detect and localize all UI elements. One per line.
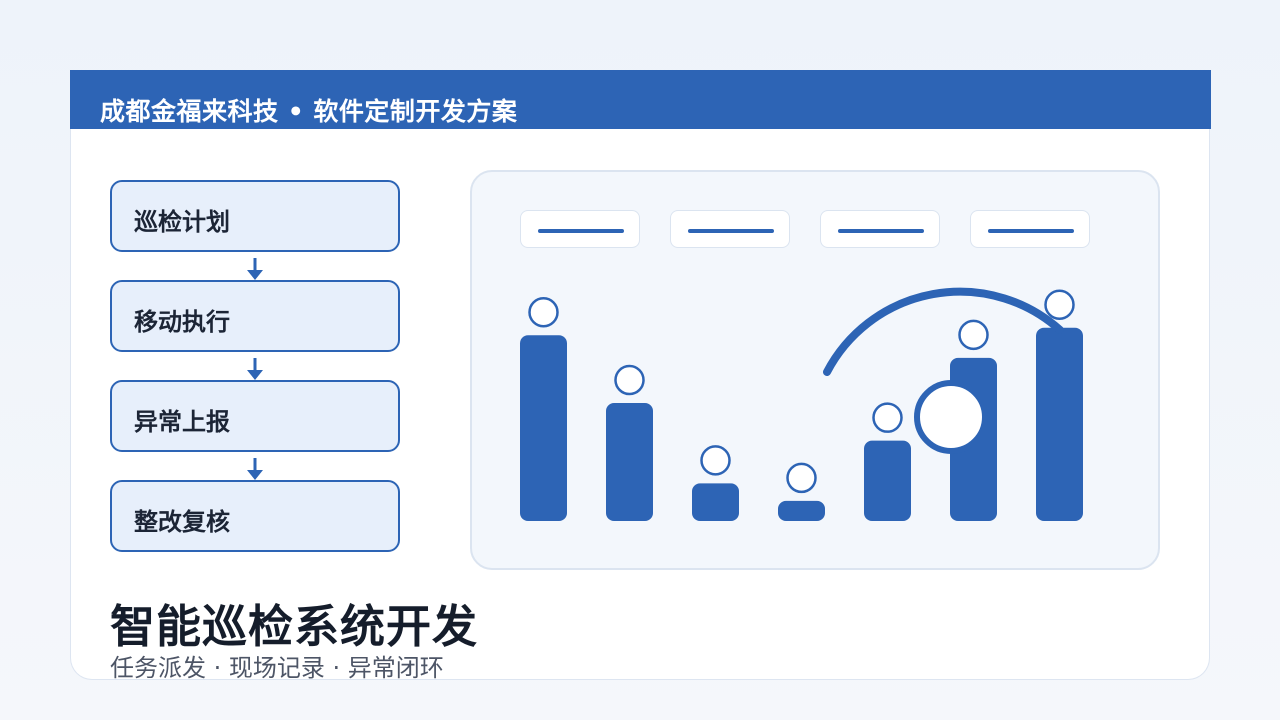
page-subtitle: 任务派发 · 现场记录 · 异常闭环: [110, 654, 444, 682]
legend-pill: [670, 210, 790, 248]
legend-pill: [820, 210, 940, 248]
step-label: 异常上报: [134, 408, 230, 436]
legend-pill: [970, 210, 1090, 248]
bar: [778, 500, 825, 521]
arrow-down-icon: [247, 258, 263, 280]
legend-pill-line: [838, 229, 924, 233]
person-icon: [786, 462, 817, 494]
person-icon: [872, 402, 903, 433]
header-bar: 成都金福来科技 • 软件定制开发方案: [70, 70, 1211, 129]
circle-lens-icon: [914, 380, 988, 454]
bar: [606, 403, 653, 521]
step-box-report: 异常上报: [110, 380, 400, 452]
page-title: 智能巡检系统开发: [110, 600, 479, 653]
step-label: 移动执行: [134, 308, 230, 336]
step-box-plan: 巡检计划: [110, 180, 400, 252]
step-box-execute: 移动执行: [110, 280, 400, 352]
bar: [520, 335, 567, 521]
legend-pill: [520, 210, 640, 248]
person-icon: [614, 364, 645, 396]
progress-arc-icon: [823, 287, 1064, 376]
bar: [864, 440, 911, 521]
bar: [692, 483, 739, 521]
bar-illustration: [520, 287, 1083, 521]
person-icon: [1044, 289, 1075, 320]
step-label: 整改复核: [134, 508, 230, 536]
legend-pill-line: [538, 229, 624, 233]
person-icon: [958, 319, 989, 351]
bar: [1036, 327, 1083, 521]
step-box-review: 整改复核: [110, 480, 400, 552]
person-icon: [528, 297, 559, 328]
legend-pill-line: [988, 229, 1074, 233]
legend-pill-line: [688, 229, 774, 233]
arrow-down-icon: [247, 458, 263, 480]
header-title: 成都金福来科技 • 软件定制开发方案: [100, 97, 518, 126]
person-icon: [700, 445, 731, 476]
arrow-down-icon: [247, 358, 263, 380]
step-label: 巡检计划: [134, 208, 230, 236]
